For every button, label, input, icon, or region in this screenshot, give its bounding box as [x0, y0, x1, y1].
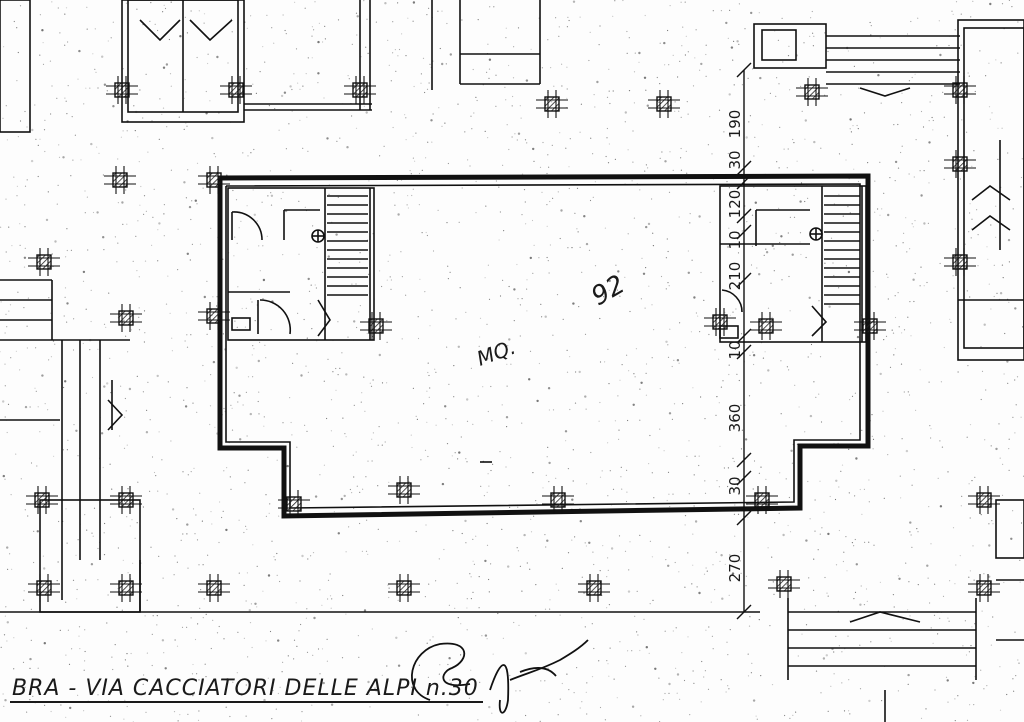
- column-5: [648, 90, 680, 118]
- column-8: [104, 166, 136, 194]
- column-6: [796, 78, 828, 106]
- signature-mark: [411, 639, 589, 714]
- column-10: [110, 304, 142, 332]
- structural-columns: [26, 76, 1000, 602]
- column-13: [360, 312, 392, 340]
- dimension-label-6: 10: [726, 340, 744, 359]
- main-unit-walls: [217, 173, 871, 519]
- dimension-label-4: 10: [726, 230, 744, 249]
- column-25: [578, 574, 610, 602]
- dimension-label-3: 120: [726, 190, 744, 219]
- room-area-unit: MQ.: [474, 335, 519, 371]
- dimension-label-8: 30: [726, 476, 744, 495]
- column-16: [854, 312, 886, 340]
- left-stair-core: [227, 187, 375, 341]
- column-24: [388, 574, 420, 602]
- column-32: [278, 490, 310, 518]
- dimension-label-7: 360: [726, 404, 744, 433]
- column-17: [944, 248, 976, 276]
- dimension-label-1: 190: [726, 110, 744, 139]
- column-12: [198, 302, 230, 330]
- column-30: [968, 574, 1000, 602]
- address-caption: BRA - VIA CACCIATORI DELLE ALPI n.30: [10, 676, 483, 703]
- dimension-labels: 190 30 120 10 210 10 360 30 270: [726, 110, 744, 583]
- column-11: [198, 166, 230, 194]
- column-18: [944, 150, 976, 178]
- column-31: [968, 486, 1000, 514]
- vertical-dimension-line: [736, 62, 752, 620]
- column-28: [746, 486, 778, 514]
- column-26: [388, 476, 420, 504]
- column-22: [110, 574, 142, 602]
- column-9: [28, 248, 60, 276]
- dimension-label-5: 210: [726, 262, 744, 291]
- column-4: [536, 90, 568, 118]
- column-15: [750, 312, 782, 340]
- column-29: [768, 570, 800, 598]
- room-area-value: 92: [587, 270, 631, 313]
- column-21: [28, 574, 60, 602]
- column-7: [944, 76, 976, 104]
- column-2: [220, 76, 252, 104]
- column-27: [542, 486, 574, 514]
- dimension-label-2: 30: [726, 150, 744, 169]
- right-stair-core: [719, 185, 867, 343]
- column-14: [704, 308, 736, 336]
- dimension-label-9: 270: [726, 554, 744, 583]
- column-23: [198, 574, 230, 602]
